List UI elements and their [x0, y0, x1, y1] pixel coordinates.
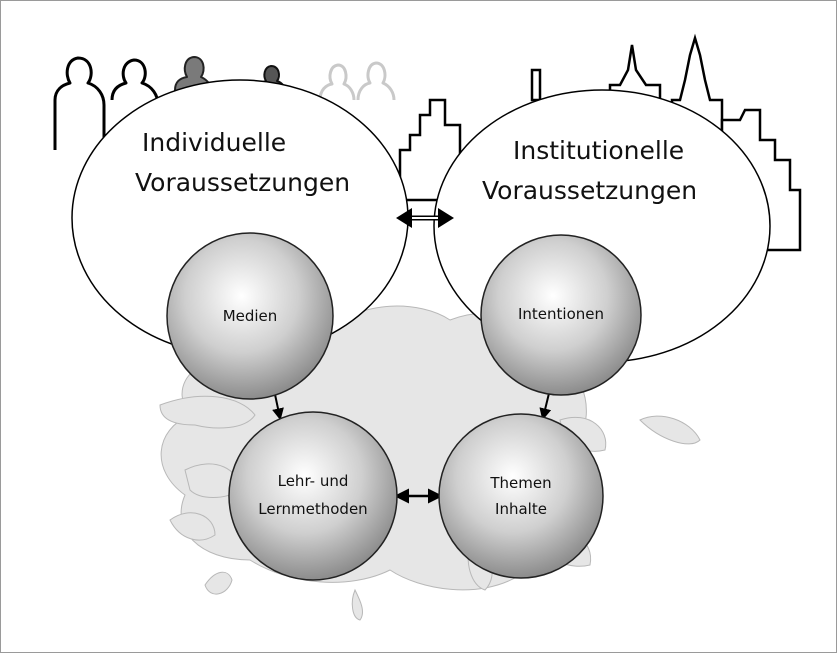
lehr-label-line2: Lernmethoden	[258, 500, 367, 518]
lehr-label-line1: Lehr- und	[278, 472, 349, 490]
left-circle-title-line2: Voraussetzungen	[135, 168, 350, 197]
right-circle-title-line1: Institutionelle	[513, 136, 684, 165]
left-circle-title-line1: Individuelle	[142, 128, 286, 157]
themen-label-line2: Inhalte	[495, 500, 547, 518]
medien-label: Medien	[223, 307, 278, 325]
lehr-node	[229, 412, 397, 580]
themen-label-line1: Themen	[489, 474, 551, 492]
right-circle-title-line2: Voraussetzungen	[482, 176, 697, 205]
intentionen-label: Intentionen	[518, 305, 604, 323]
themen-node	[439, 414, 603, 578]
